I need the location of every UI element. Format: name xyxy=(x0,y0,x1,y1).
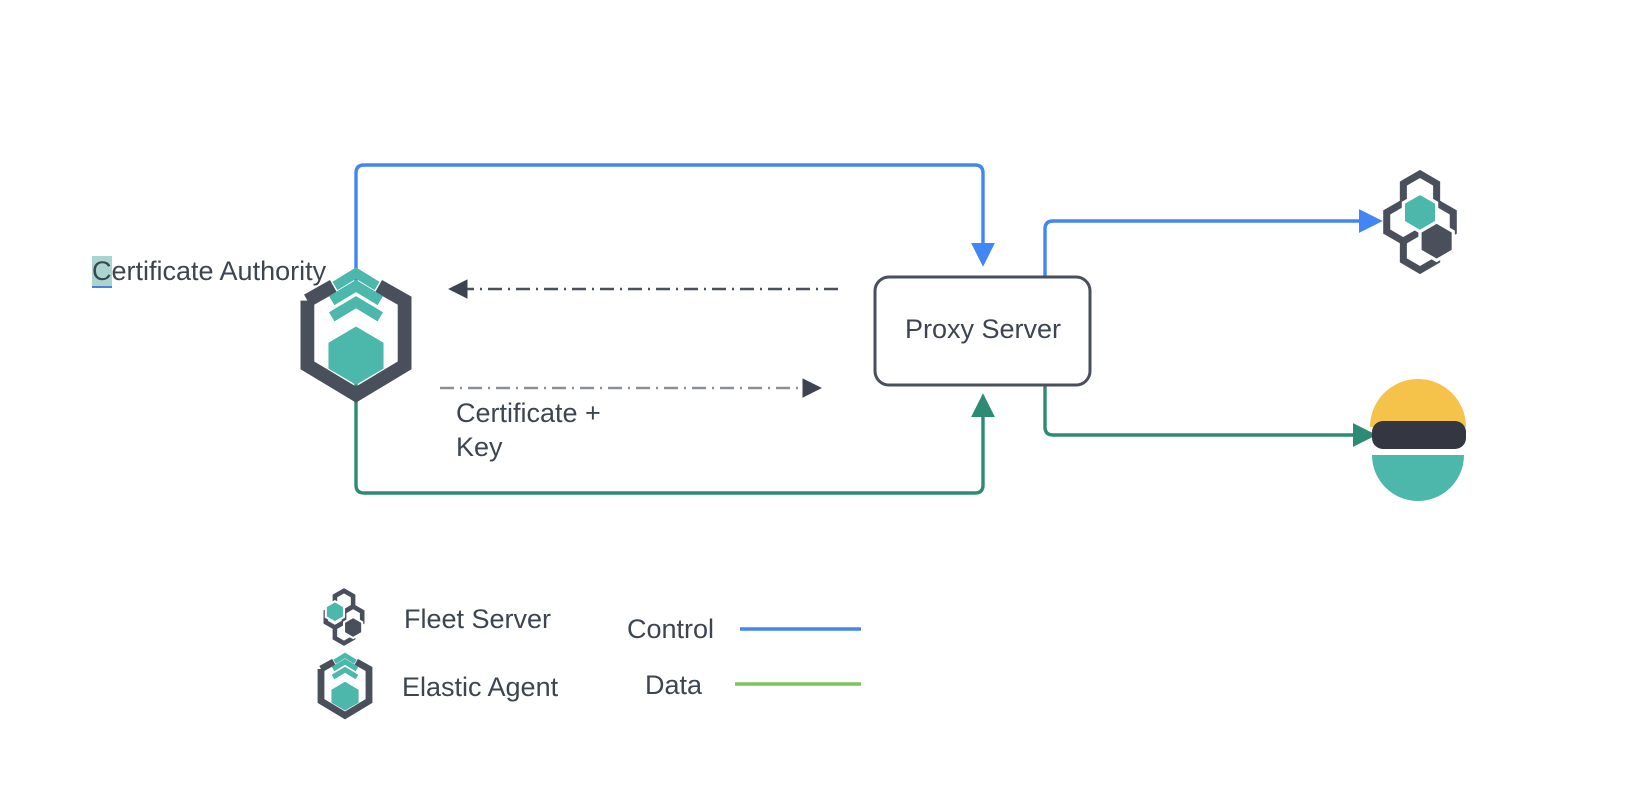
elastic-agent-icon xyxy=(300,267,412,403)
proxy-server-label: Proxy Server xyxy=(904,314,1062,344)
legend-line-label-control: Control xyxy=(627,614,715,644)
legend-elastic-agent-icon xyxy=(317,652,373,720)
legend-item-label-elastic-agent: Elastic Agent xyxy=(402,672,559,702)
node-proxy-server[interactable] xyxy=(873,275,1092,387)
certificate-key-line1: Certificate + xyxy=(456,398,601,428)
ca-label-selected-char: C xyxy=(92,256,112,286)
legend-line-label-data: Data xyxy=(645,670,703,700)
edge-agent-to-proxy-data xyxy=(354,378,995,495)
elasticsearch-logo xyxy=(1370,379,1466,501)
ca-label-rest: ertificate Authority xyxy=(111,256,327,286)
certificate-authority-label: Certificate Authority xyxy=(92,253,326,289)
edge-proxy-to-fleet-control xyxy=(1043,209,1383,277)
certificate-key-line2: Key xyxy=(456,432,503,462)
edge-agent-to-proxy-control xyxy=(354,163,995,286)
legend-fleet-server-icon xyxy=(323,588,365,646)
certificate-key-edge-label: Certificate + Key xyxy=(456,396,601,464)
fleet-server-icon xyxy=(1383,169,1457,275)
edge-proxy-to-elasticsearch-data xyxy=(1043,385,1377,447)
legend-item-label-fleet-server: Fleet Server xyxy=(404,604,552,634)
